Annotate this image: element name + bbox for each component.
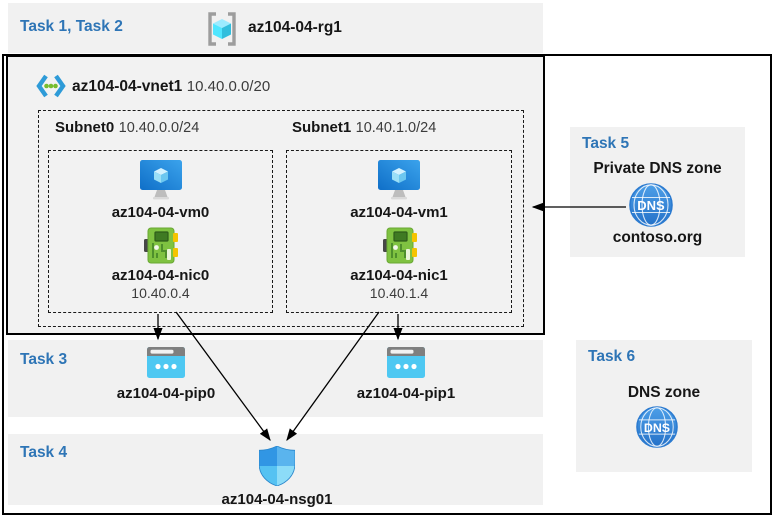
vnet-name: az104-04-vnet1: [72, 78, 183, 95]
private-dns-icon-text: DNS: [637, 198, 665, 213]
vm1-name: az104-04-vm1: [350, 204, 448, 221]
task3-band: Task 3 az104-04-pip0 az104-04-pip1: [8, 340, 543, 417]
vnet-cidr: 10.40.0.0/20: [186, 78, 271, 95]
resource-group-icon: [208, 12, 236, 46]
vnet-box: az104-04-vnet1 10.40.0.0/20: [6, 55, 545, 335]
pip1-name: az104-04-pip1: [356, 385, 456, 402]
vm0-icon: [139, 160, 182, 200]
task3-label: Task 3: [20, 351, 68, 368]
private-dns-zone-name: contoso.org: [612, 229, 703, 246]
pip1-group: az104-04-pip1: [343, 347, 469, 402]
nic0-ip: 10.40.0.4: [131, 285, 190, 301]
pip0-name: az104-04-pip0: [116, 385, 216, 402]
pip1-icon: [387, 347, 425, 378]
vnet-icon: [36, 74, 66, 98]
subnet1-box: az104-04-vm1 az104-04-nic1 10.40.1.4: [286, 150, 512, 313]
subnet1-name: Subnet1: [292, 119, 352, 136]
task5-box: Task 5 Private DNS zone DNS contoso.org: [570, 127, 745, 257]
nic1-name: az104-04-nic1: [350, 267, 448, 284]
nic0-icon: [144, 227, 178, 264]
task5-label: Task 5: [582, 135, 630, 152]
nsg-name: az104-04-nsg01: [221, 491, 333, 508]
nsg-shield-icon: [259, 446, 295, 486]
pip0-icon: [147, 347, 185, 378]
nsg-group: az104-04-nsg01: [214, 446, 340, 508]
nic1-ip: 10.40.1.4: [369, 285, 429, 301]
dns-zone-icon: DNS: [636, 406, 678, 448]
dns-zone-title: DNS zone: [627, 384, 701, 401]
dns-zone-icon-text: DNS: [644, 421, 670, 435]
private-dns-zone-title: Private DNS zone: [593, 160, 722, 177]
task-1-2-label: Task 1, Task 2: [20, 18, 123, 35]
resource-group-band: Task 1, Task 2 az104-04-rg1: [8, 3, 543, 53]
resource-group-name: az104-04-rg1: [248, 19, 342, 36]
nic1-icon: [382, 227, 417, 264]
subnet1-cidr: 10.40.1.0/24: [355, 120, 437, 136]
task6-label: Task 6: [588, 348, 636, 365]
pip0-group: az104-04-pip0: [103, 347, 229, 402]
vm0-name: az104-04-vm0: [111, 204, 210, 221]
subnet0-box: az104-04-vm0 az104-04-nic0 10.40.0.4: [48, 150, 273, 313]
subnet0-name: Subnet0: [55, 119, 115, 136]
private-dns-icon: DNS: [629, 183, 673, 227]
vm1-icon: [378, 160, 420, 200]
task4-band: Task 4 az104-04-nsg01: [8, 434, 543, 508]
subnets-container: [38, 110, 524, 327]
task4-label: Task 4: [20, 444, 68, 461]
subnet0-cidr: 10.40.0.0/24: [118, 120, 200, 136]
task6-box: Task 6 DNS zone DNS: [576, 340, 752, 472]
nic0-name: az104-04-nic0: [111, 267, 210, 284]
